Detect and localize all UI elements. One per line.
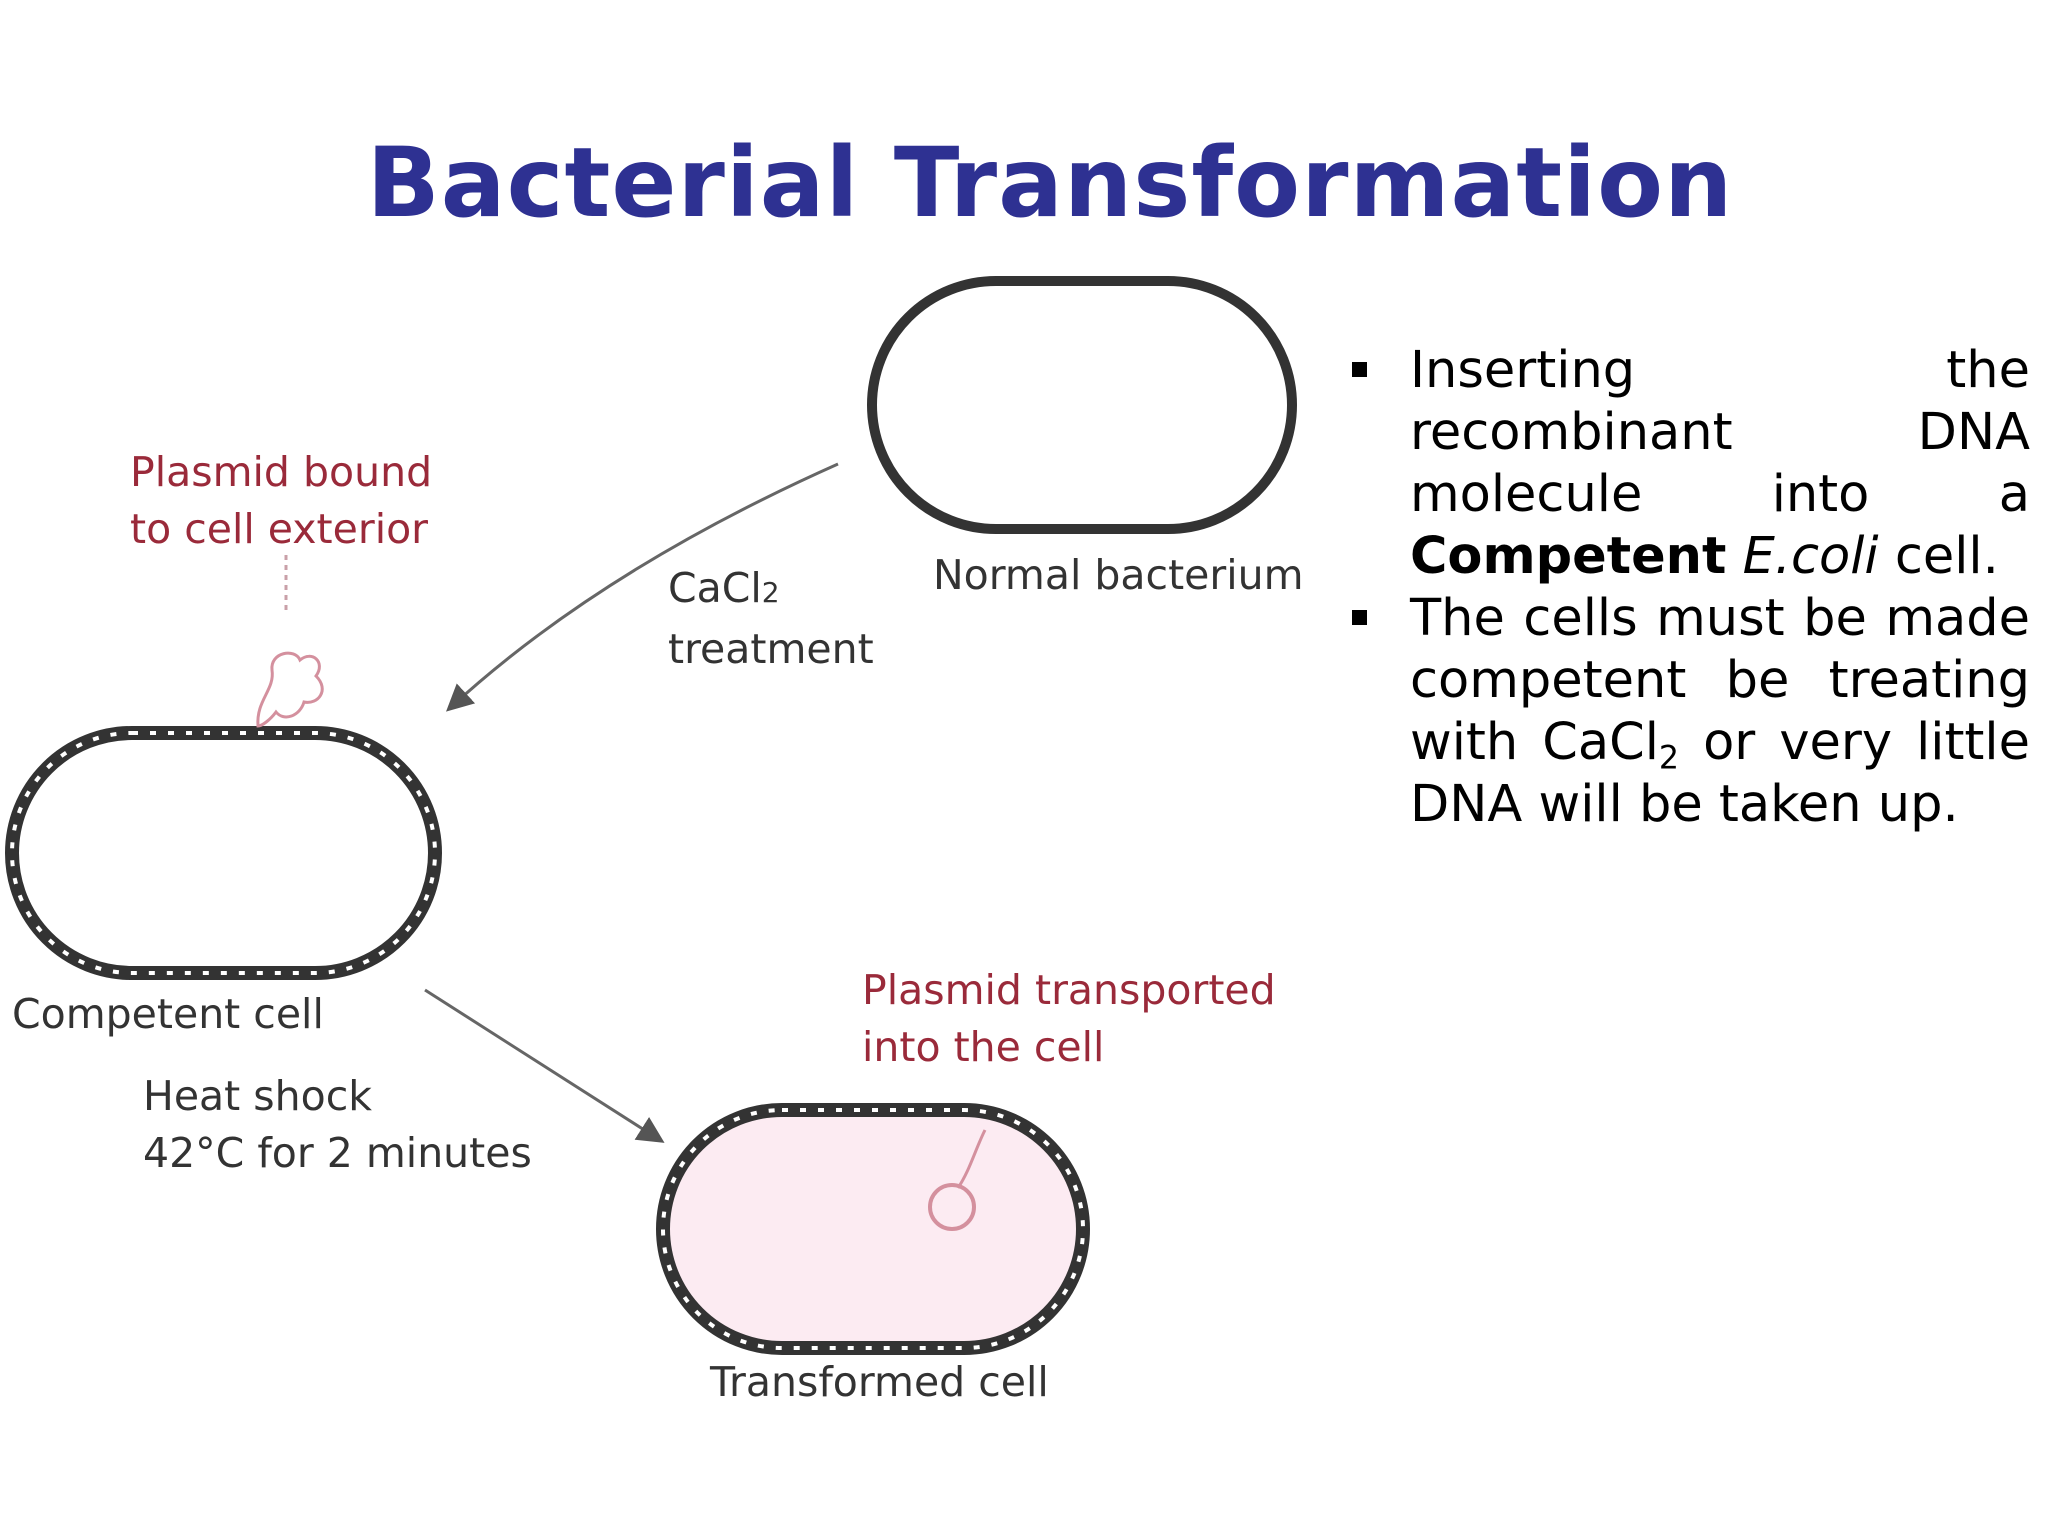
normal-bacterium-label: Normal bacterium [933, 551, 1304, 599]
cacl2-treatment-arrow [446, 462, 839, 712]
competent-cell-pores [10, 731, 437, 975]
heat-shock-arrow [424, 988, 665, 1143]
slide-title: Bacterial Transformation [366, 127, 1734, 239]
bullet-item: The cells must be made competent be trea… [1352, 588, 2030, 836]
transformed-cell [656, 1103, 1090, 1355]
cacl2-treatment-label: CaCl2 treatment [668, 564, 874, 673]
internal-plasmid-icon [928, 1183, 976, 1231]
plasmid-transported-pointer [956, 1129, 987, 1189]
competent-cell [5, 726, 442, 980]
transformed-cell-label: Transformed cell [710, 1358, 1049, 1406]
plasmid-transported-label: Plasmid transported into the cell [862, 966, 1276, 1071]
square-bullet-icon [1352, 610, 1367, 625]
bullet-list: Inserting the recombinant DNA molecule i… [1352, 340, 2030, 836]
normal-bacterium-cell [867, 276, 1297, 534]
plasmid-bound-label: Plasmid bound to cell exterior [130, 448, 433, 553]
square-bullet-icon [1352, 362, 1367, 377]
heat-shock-label: Heat shock 42°C for 2 minutes [143, 1072, 532, 1177]
competent-cell-label: Competent cell [12, 990, 324, 1038]
transformed-cell-pores [661, 1108, 1085, 1350]
bound-plasmid-icon [256, 651, 324, 728]
bullet-item: Inserting the recombinant DNA molecule i… [1352, 340, 2030, 588]
